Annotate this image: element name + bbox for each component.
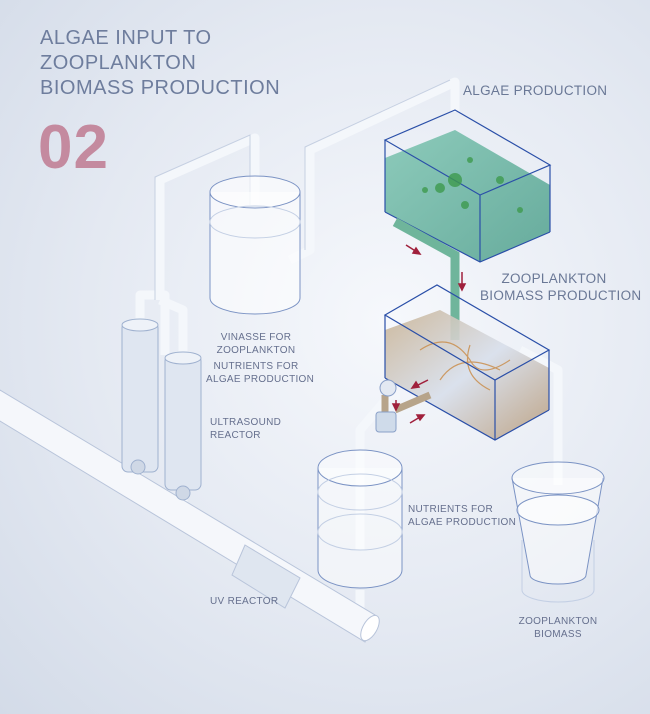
label-line: ALGAE PRODUCTION <box>408 517 517 528</box>
label-line: ZOOPLANKTON <box>518 616 598 627</box>
biomass-container <box>511 461 605 603</box>
pipes <box>133 77 563 625</box>
title-line: BIOMASS PRODUCTION <box>40 77 281 99</box>
pump <box>375 379 432 433</box>
zooplankton-tank <box>383 284 551 441</box>
uv-tube <box>0 389 380 643</box>
label-line: ULTRASOUND <box>210 417 282 428</box>
label-ultrasound: ULTRASOUND REACTOR <box>210 416 281 442</box>
title-line: ALGAE INPUT TO <box>40 27 212 49</box>
flow-arrows <box>391 244 467 424</box>
label-line: ZOOPLANKTON <box>501 271 607 286</box>
label-line: NUTRIENTS FOR <box>213 361 299 372</box>
label-zooplankton-production: ZOOPLANKTON BIOMASS PRODUCTION <box>480 270 642 304</box>
title-line: ZOOPLANKTON <box>40 52 197 74</box>
ultrasound-reactors <box>121 318 202 501</box>
label-algae-production: ALGAE PRODUCTION <box>463 83 608 98</box>
label-zooplankton-biomass: ZOOPLANKTON BIOMASS <box>508 615 608 641</box>
label-vinasse: VINASSE FOR ZOOPLANKTON <box>206 331 306 357</box>
algae-tank <box>383 109 552 263</box>
step-number: 02 <box>38 113 109 182</box>
label-line: BIOMASS <box>534 629 582 640</box>
label-line: BIOMASS PRODUCTION <box>480 288 642 303</box>
label-uv-reactor: UV REACTOR <box>210 596 279 607</box>
label-line: ZOOPLANKTON <box>216 345 296 356</box>
nutrients-tank <box>317 449 403 589</box>
label-line: REACTOR <box>210 430 261 441</box>
label-line: NUTRIENTS FOR <box>408 504 494 515</box>
label-nutrients-lower: NUTRIENTS FOR ALGAE PRODUCTION <box>408 503 516 529</box>
algae-feed-pipe <box>392 218 460 340</box>
label-nutrients-upper: NUTRIENTS FOR ALGAE PRODUCTION <box>206 360 315 386</box>
label-line: VINASSE FOR <box>220 332 292 343</box>
label-line: ALGAE PRODUCTION <box>206 374 315 385</box>
page-title: ALGAE INPUT TO ZOOPLANKTON BIOMASS PRODU… <box>40 26 280 101</box>
algae-cells <box>422 157 523 213</box>
vinasse-tank <box>209 175 301 315</box>
